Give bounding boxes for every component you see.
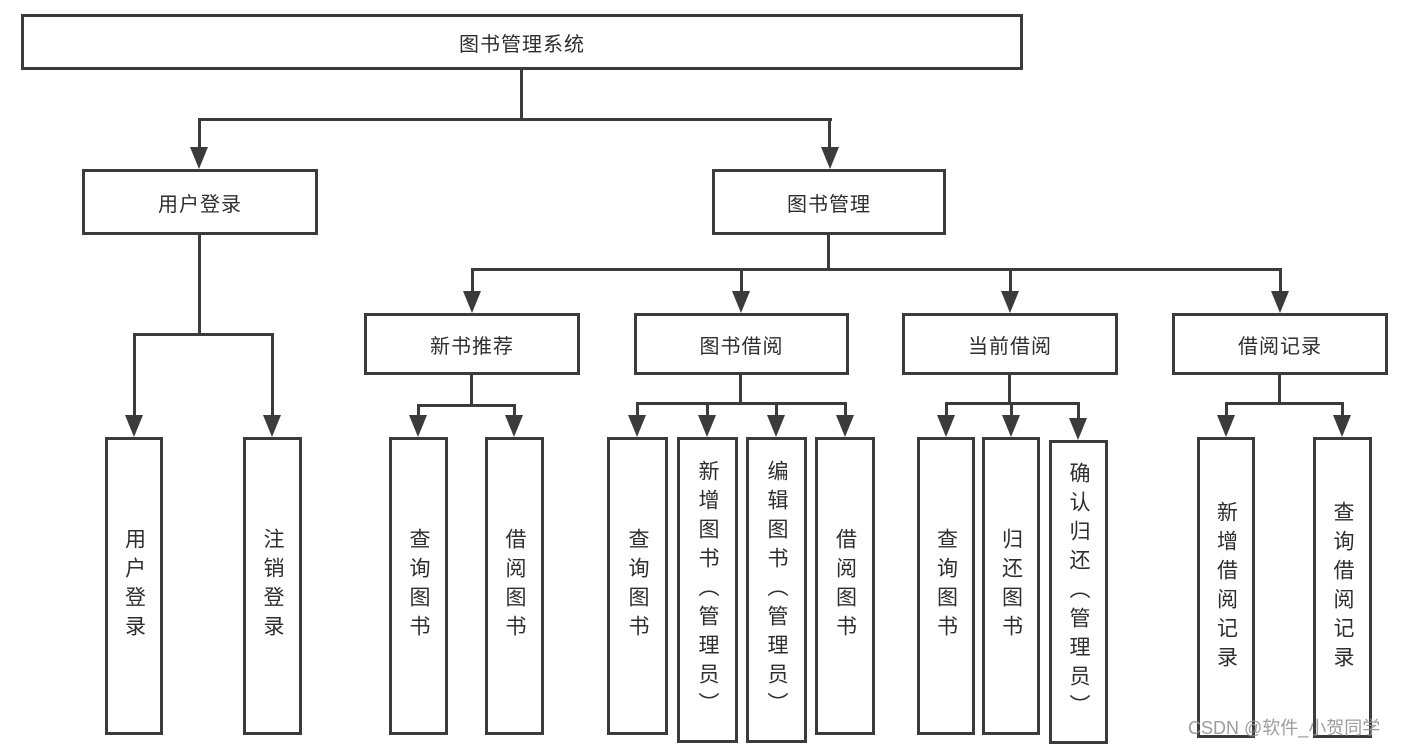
connector-level3-branch xyxy=(471,268,1282,271)
node-new-book-recommend: 新书推荐 xyxy=(364,313,580,375)
node-borrow-record: 借阅记录 xyxy=(1172,313,1388,375)
leaf-logout: 注销登录 xyxy=(243,437,302,735)
leaf-label: 注销登录 xyxy=(261,528,284,644)
arrow-down-icon xyxy=(698,415,716,437)
arrow-down-icon xyxy=(1002,415,1020,437)
leaf-bb-add-book-admin: 新增图书（管理员） xyxy=(677,437,738,743)
connector-shaft xyxy=(1010,402,1013,422)
leaf-label: 查询图书 xyxy=(626,528,649,644)
arrow-down-icon xyxy=(732,291,750,313)
connector-book-borrow-branch xyxy=(636,402,847,405)
leaf-label: 确认归还（管理员） xyxy=(1067,461,1090,723)
connector-shaft xyxy=(133,333,136,419)
connector-borrow-record-branch xyxy=(1225,402,1344,405)
leaf-label: 查询图书 xyxy=(407,528,430,644)
node-label: 借阅记录 xyxy=(1238,335,1322,358)
arrow-down-icon xyxy=(1001,291,1019,313)
connector-shaft xyxy=(636,402,639,422)
leaf-cb-query-book: 查询图书 xyxy=(917,437,975,735)
arrow-down-icon xyxy=(821,147,839,169)
arrow-down-icon xyxy=(505,415,523,437)
leaf-nb-borrow-book: 借阅图书 xyxy=(485,437,544,735)
leaf-bb-borrow-book: 借阅图书 xyxy=(815,437,875,735)
node-label: 当前借阅 xyxy=(968,335,1052,358)
watermark: CSDN @软件_小贺同学 xyxy=(1188,718,1381,738)
connector-root-stem xyxy=(520,70,523,120)
leaf-bb-query-book: 查询图书 xyxy=(607,437,668,735)
leaf-label: 查询图书 xyxy=(934,528,958,644)
arrow-down-icon xyxy=(836,415,854,437)
connector-shaft xyxy=(271,333,274,419)
connector-shaft xyxy=(775,402,778,422)
connector-new-book-stem xyxy=(470,375,473,407)
node-root-label: 图书管理系统 xyxy=(459,33,585,56)
connector-book-borrow-stem xyxy=(739,375,742,405)
connector-shaft xyxy=(740,268,743,296)
leaf-user-login: 用户登录 xyxy=(105,437,163,735)
arrow-down-icon xyxy=(1217,415,1235,437)
arrow-down-icon xyxy=(409,415,427,437)
connector-user-login-stem xyxy=(198,235,201,335)
connector-shaft xyxy=(471,268,474,296)
connector-shaft xyxy=(1279,268,1282,296)
connector-shaft xyxy=(844,402,847,422)
leaf-cb-confirm-return-admin: 确认归还（管理员） xyxy=(1049,440,1108,744)
leaf-label: 查询借阅记录 xyxy=(1331,500,1354,675)
node-current-borrow: 当前借阅 xyxy=(902,313,1118,375)
arrow-down-icon xyxy=(463,291,481,313)
connector-shaft xyxy=(706,402,709,422)
arrow-down-icon xyxy=(1333,415,1351,437)
arrow-down-icon xyxy=(263,415,281,437)
node-label: 新书推荐 xyxy=(430,335,514,358)
leaf-label: 新增图书（管理员） xyxy=(696,459,719,721)
connector-current-borrow-stem xyxy=(1008,375,1011,405)
arrow-down-icon xyxy=(1069,418,1087,440)
connector-shaft xyxy=(1009,268,1012,296)
leaf-br-add-record: 新增借阅记录 xyxy=(1197,437,1255,738)
node-label: 用户登录 xyxy=(158,193,242,216)
connector-level2-branch xyxy=(198,118,832,121)
leaf-label: 借阅图书 xyxy=(833,528,857,644)
leaf-bb-edit-book-admin: 编辑图书（管理员） xyxy=(746,437,807,743)
arrow-down-icon xyxy=(767,415,785,437)
connector-shaft xyxy=(945,402,948,422)
arrow-down-icon xyxy=(1271,291,1289,313)
leaf-label: 用户登录 xyxy=(122,528,146,644)
arrow-down-icon xyxy=(937,415,955,437)
connector-book-mgmt-shaft xyxy=(828,118,831,160)
leaf-nb-query-book: 查询图书 xyxy=(389,437,448,735)
leaf-br-query-record: 查询借阅记录 xyxy=(1313,437,1372,738)
connector-shaft xyxy=(417,404,420,424)
leaf-label: 借阅图书 xyxy=(503,528,526,644)
leaf-label: 编辑图书（管理员） xyxy=(765,459,788,721)
arrow-down-icon xyxy=(628,415,646,437)
node-label: 图书借阅 xyxy=(699,335,784,358)
arrow-down-icon xyxy=(125,415,143,437)
connector-shaft xyxy=(1077,402,1080,422)
arrow-down-icon xyxy=(190,147,208,169)
node-book-borrow: 图书借阅 xyxy=(634,313,849,375)
leaf-cb-return-book: 归还图书 xyxy=(982,437,1040,735)
node-root: 图书管理系统 xyxy=(21,14,1023,70)
connector-shaft xyxy=(1225,402,1228,422)
connector-shaft xyxy=(1341,402,1344,422)
connector-borrow-record-stem xyxy=(1278,375,1281,405)
node-book-management: 图书管理 xyxy=(712,169,946,235)
connector-new-book-branch xyxy=(417,404,516,407)
connector-shaft xyxy=(513,404,516,424)
connector-user-login-branch xyxy=(133,333,274,336)
node-label: 图书管理 xyxy=(787,193,871,216)
connector-book-mgmt-stem xyxy=(827,235,830,271)
leaf-label: 归还图书 xyxy=(999,528,1023,644)
node-user-login: 用户登录 xyxy=(82,169,318,235)
connector-user-login-shaft xyxy=(198,118,201,160)
leaf-label: 新增借阅记录 xyxy=(1214,500,1238,675)
